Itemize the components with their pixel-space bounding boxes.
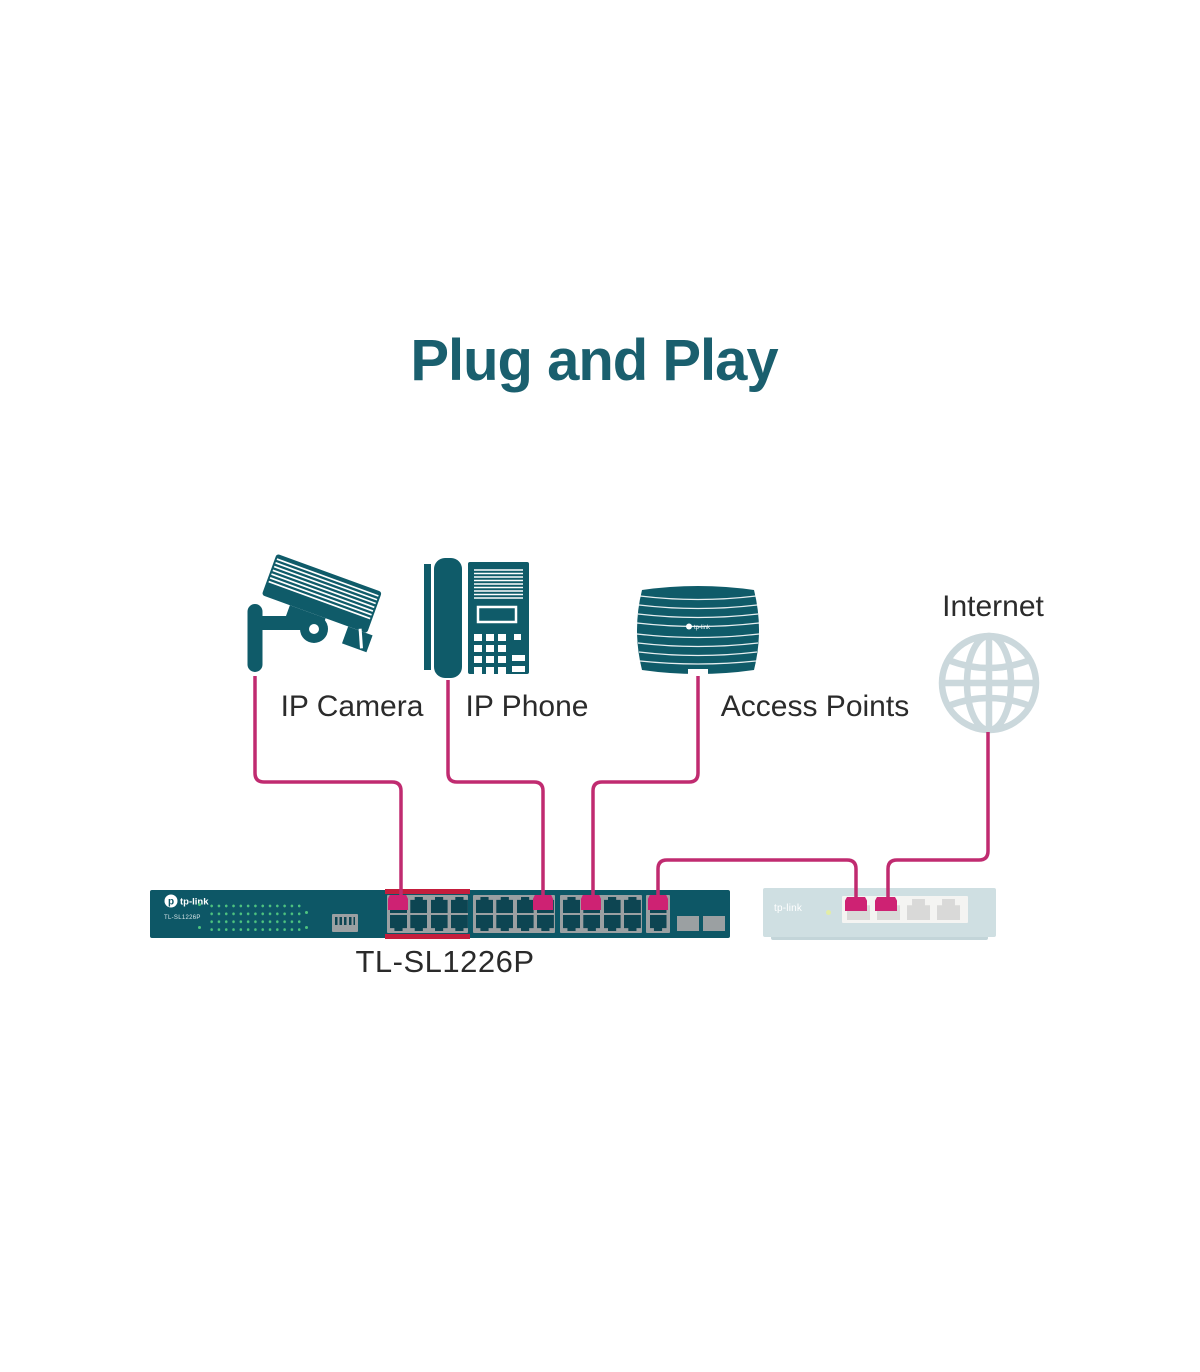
switch-port: [410, 915, 428, 931]
switch-model-text: TL-SL1226P: [164, 915, 201, 921]
switch-port: [563, 897, 580, 913]
switch-caption: TL-SL1226P: [355, 944, 535, 979]
camera-icon: [247, 554, 382, 672]
switch-port: [430, 897, 448, 913]
switch-port: [410, 897, 428, 913]
cable-internet-router: [886, 732, 990, 903]
label-ip-camera: IP Camera: [280, 690, 424, 723]
access-point-icon: tp-link: [636, 586, 760, 678]
led-dot: [198, 903, 201, 906]
led-panel: [207, 901, 302, 931]
router-led: [826, 910, 831, 915]
label-access-points: Access Points: [720, 690, 910, 723]
console-port: [332, 914, 358, 932]
led-dot: [198, 926, 201, 929]
router-brand-text: tp-link: [774, 903, 803, 914]
switch-port: [450, 915, 468, 931]
switch-port: [476, 897, 493, 913]
page-title: Plug and Play: [410, 328, 778, 393]
tplink-logo-icon: p tp-link: [164, 894, 209, 908]
switch-port: [516, 915, 534, 931]
led-dot: [305, 926, 308, 929]
plug-connector: [388, 895, 408, 910]
switch-port: [623, 897, 641, 913]
switch-port: [496, 915, 514, 931]
switch: p tp-link TL-SL1226P: [150, 889, 730, 939]
router-port: [907, 899, 930, 920]
switch-port: [623, 915, 641, 931]
switch-port: [583, 915, 601, 931]
switch-port: [476, 915, 493, 931]
switch-port: [536, 915, 554, 931]
switch-port: [496, 897, 514, 913]
poe-highlight-top: [385, 889, 470, 894]
access-point-logo-text: tp-link: [694, 625, 711, 631]
plug-connector: [875, 897, 897, 911]
router: tp-link: [763, 888, 996, 940]
switch-logo-glyph: p: [168, 897, 174, 908]
switch-brand-text: tp-link: [180, 897, 209, 908]
label-internet: Internet: [942, 590, 1044, 623]
plug-connector: [648, 895, 668, 910]
switch-port: [450, 897, 468, 913]
switch-port: [563, 915, 580, 931]
phone-icon: [424, 558, 529, 678]
plug-connector: [845, 897, 867, 911]
switch-port: [390, 915, 407, 931]
sfp-slot: [677, 916, 699, 931]
led-dot: [305, 911, 308, 914]
router-port: [937, 899, 960, 920]
switch-port: [430, 915, 448, 931]
sfp-slot: [703, 916, 725, 931]
plug-connector: [533, 895, 553, 910]
switch-port: [603, 915, 621, 931]
switch-port: [603, 897, 621, 913]
port-group-3: [560, 895, 642, 933]
switch-port: [649, 915, 667, 931]
plug-connector: [581, 895, 601, 910]
label-ip-phone: IP Phone: [465, 690, 589, 723]
internet-globe-icon: [938, 632, 1040, 734]
poe-highlight-bottom: [385, 934, 470, 939]
switch-port: [516, 897, 534, 913]
